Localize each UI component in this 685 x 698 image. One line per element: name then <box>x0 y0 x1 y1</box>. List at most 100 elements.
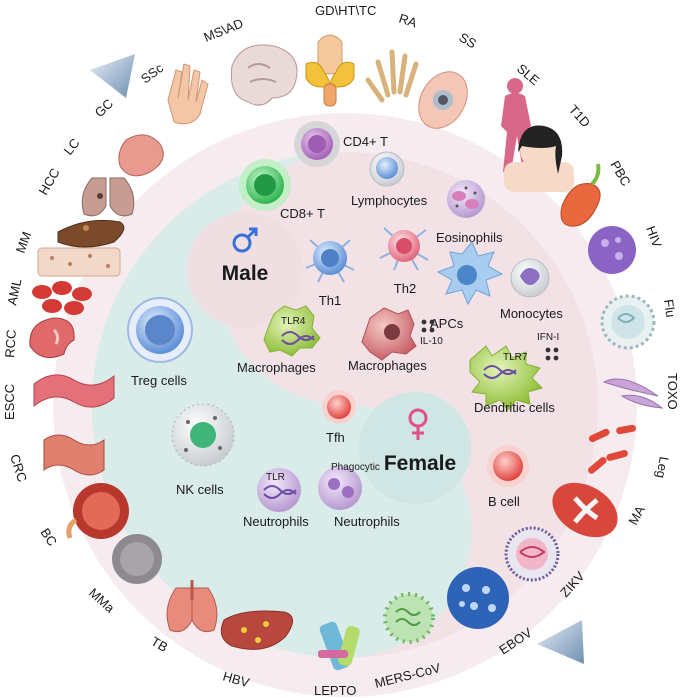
disease-label-aml: AML <box>4 277 24 306</box>
cd8-t-label: CD8+ T <box>280 206 325 221</box>
disease-label-pbc: PBC <box>607 158 633 189</box>
ebov-virus-icon <box>447 567 509 629</box>
disease-label-lc: LC <box>61 136 83 158</box>
lymphocyte-cell-icon <box>369 151 405 187</box>
cd4-t-label: CD4+ T <box>343 134 388 149</box>
zika-virus-icon <box>504 526 560 582</box>
male-center-disc <box>187 212 303 328</box>
b-cell-icon <box>487 445 529 487</box>
skin-hand-icon <box>167 63 209 125</box>
tlr7-tag: TLR7 <box>503 352 528 363</box>
toxoplasma-icon <box>602 378 664 409</box>
lymphocytes-label: Lymphocytes <box>351 193 428 208</box>
eosinophil-cell-icon <box>447 180 485 218</box>
th2-cell-icon <box>379 227 429 271</box>
dendritic-cell-icon <box>469 345 543 411</box>
disease-label-toxo: TOXO <box>665 373 680 410</box>
lungs-lc-icon <box>81 177 135 217</box>
phagocytic-tag: Phagocytic <box>331 462 380 473</box>
disease-label-lepto: LEPTO <box>314 683 356 698</box>
neutrophil-tlr-cell-icon <box>257 468 301 512</box>
mers-cov-virus-icon <box>383 592 435 644</box>
tlr-tag: TLR <box>266 472 285 483</box>
macrophage-il10-cell-icon <box>361 307 417 361</box>
treg-cells-label: Treg cells <box>131 373 187 388</box>
th1-cell-icon <box>305 239 355 283</box>
disease-label-escc: ESCC <box>2 384 17 420</box>
liver-hcc-icon <box>57 219 125 248</box>
male-region <box>92 152 472 658</box>
il10-tag: IL-10 <box>420 336 443 347</box>
hand-joints-icon <box>365 49 419 103</box>
monocyte-cell-icon <box>510 258 550 298</box>
th1-label: Th1 <box>319 293 341 308</box>
female-symbol-icon <box>408 408 428 440</box>
ifn-tag: IFN-I <box>537 332 559 343</box>
male-label: Male <box>222 262 269 285</box>
treg-cell-icon <box>127 297 193 363</box>
nk-cells-label: NK cells <box>176 482 224 497</box>
female-label: Female <box>384 452 456 475</box>
disease-label-mm: MM <box>13 230 35 255</box>
male-symbol-icon <box>232 227 258 253</box>
disease-label-hbv: HBV <box>221 668 251 690</box>
macrophage-tlr4-cell-icon <box>263 305 321 357</box>
person-bust-icon <box>504 125 574 192</box>
monocytes-label: Monocytes <box>500 306 563 321</box>
disease-label-flu: Flu <box>661 298 678 318</box>
tlr4-tag: TLR4 <box>281 316 306 327</box>
bladder-icon <box>66 483 129 539</box>
legionella-icon <box>588 424 636 474</box>
disease-label-mma: MMa <box>86 585 118 616</box>
dendritic-cells-label: Dendritic cells <box>474 400 555 415</box>
disease-label-ssc: SSc <box>138 60 167 86</box>
disease-label-gd-ht-tc: GD\HT\TC <box>315 3 376 18</box>
kidney-icon <box>29 317 75 359</box>
disease-label-crc: CRC <box>7 452 30 483</box>
triangle-decoration-top-icon <box>90 54 135 98</box>
neutrophils-tlr-label: Neutrophils <box>243 514 309 529</box>
disease-label-ss: SS <box>457 30 480 52</box>
disease-label-bc: BC <box>38 525 61 548</box>
female-center-disc <box>359 392 471 504</box>
myeloma-tissue-icon <box>37 247 121 277</box>
disease-label-hiv: HIV <box>643 224 665 250</box>
blood-cells-aml-icon <box>32 281 92 315</box>
disease-label-hcc: HCC <box>36 166 63 198</box>
neutrophil-phagocytic-cell-icon <box>318 466 362 510</box>
disease-label-ma: MA <box>625 503 648 528</box>
macrophages-tlr4-label: Macrophages <box>237 360 316 375</box>
ifn-dots-icon <box>545 347 559 361</box>
nk-cell-icon <box>171 403 235 467</box>
neutrophils-phagocytic-label: Neutrophils <box>334 514 400 529</box>
eosinophils-label: Eosinophils <box>436 230 503 245</box>
hiv-virus-icon <box>588 226 636 274</box>
il10-dots-icon <box>421 319 435 333</box>
b-cell-label: B cell <box>488 494 520 509</box>
apc-cell-icon <box>436 241 504 306</box>
eye-icon <box>418 71 468 129</box>
colon-icon <box>43 434 105 476</box>
disease-label-gc: GC <box>92 96 116 120</box>
leptospira-icon <box>318 621 360 671</box>
disease-label-leg: Leg <box>653 455 672 479</box>
stomach-icon <box>118 134 164 177</box>
macrophages-il10-label: Macrophages <box>348 358 427 373</box>
malaria-cell-icon <box>552 482 618 538</box>
disease-label-ms-ad: MS\AD <box>202 15 246 44</box>
apcs-label: APCs <box>430 316 464 331</box>
tfh-cell-icon <box>322 390 356 424</box>
disease-label-ra: RA <box>397 11 419 31</box>
cd8-t-cell-icon <box>239 159 291 211</box>
th2-label: Th2 <box>394 281 416 296</box>
liver-icon <box>220 610 293 650</box>
brain-icon <box>230 44 298 106</box>
esophagus-icon <box>33 374 115 408</box>
bone-marrow-icon <box>112 534 162 584</box>
disease-label-rcc: RCC <box>2 329 19 358</box>
disease-label-t1d: T1D <box>566 102 594 130</box>
thyroid-icon <box>305 34 355 107</box>
disease-label-tb: TB <box>149 634 171 655</box>
